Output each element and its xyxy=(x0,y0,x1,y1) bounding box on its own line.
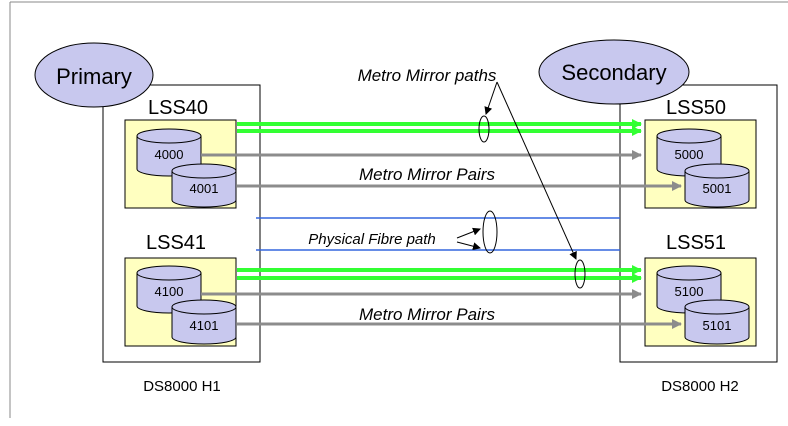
secondary-ellipse xyxy=(538,39,690,105)
primary-system-label: DS8000 H1 xyxy=(143,378,221,395)
lss40-label: LSS40 xyxy=(148,97,208,119)
secondary-label: Secondary xyxy=(561,60,666,85)
metro-mirror-pairs-label: Metro Mirror Pairs xyxy=(359,165,496,184)
volume-4101: 4101 xyxy=(171,299,237,345)
annotation-arrow xyxy=(496,81,577,260)
metro-mirror-paths-label: Metro Mirror paths xyxy=(358,66,497,85)
lss41-label: LSS41 xyxy=(146,232,206,254)
volume-label: 4001 xyxy=(190,181,219,196)
fibre-group-marker xyxy=(482,210,498,254)
path-group-marker xyxy=(574,259,586,289)
volume-label: 4101 xyxy=(190,318,219,333)
volume-5101: 5101 xyxy=(684,299,750,345)
primary-ellipse xyxy=(34,42,154,108)
volume-4001: 4001 xyxy=(171,163,237,208)
path-group-marker xyxy=(478,115,490,143)
annotation-arrow xyxy=(456,227,481,239)
volume-label: 5101 xyxy=(703,318,732,333)
lss50-label: LSS50 xyxy=(666,97,726,119)
volume-label: 4000 xyxy=(155,147,184,162)
primary-label: Primary xyxy=(56,64,132,89)
physical-fibre-path-label: Physical Fibre path xyxy=(308,231,436,248)
volume-label: 4100 xyxy=(155,284,184,299)
secondary-system-label: DS8000 H2 xyxy=(661,378,739,395)
volume-label: 5000 xyxy=(675,147,704,162)
annotation-arrow xyxy=(456,241,481,251)
annotation-arrow xyxy=(484,81,498,115)
lss51-label: LSS51 xyxy=(666,232,726,254)
volume-label: 5100 xyxy=(675,284,704,299)
volume-5001: 5001 xyxy=(684,163,750,208)
metro-mirror-pairs-label: Metro Mirror Pairs xyxy=(359,305,496,324)
volume-label: 5001 xyxy=(703,181,732,196)
